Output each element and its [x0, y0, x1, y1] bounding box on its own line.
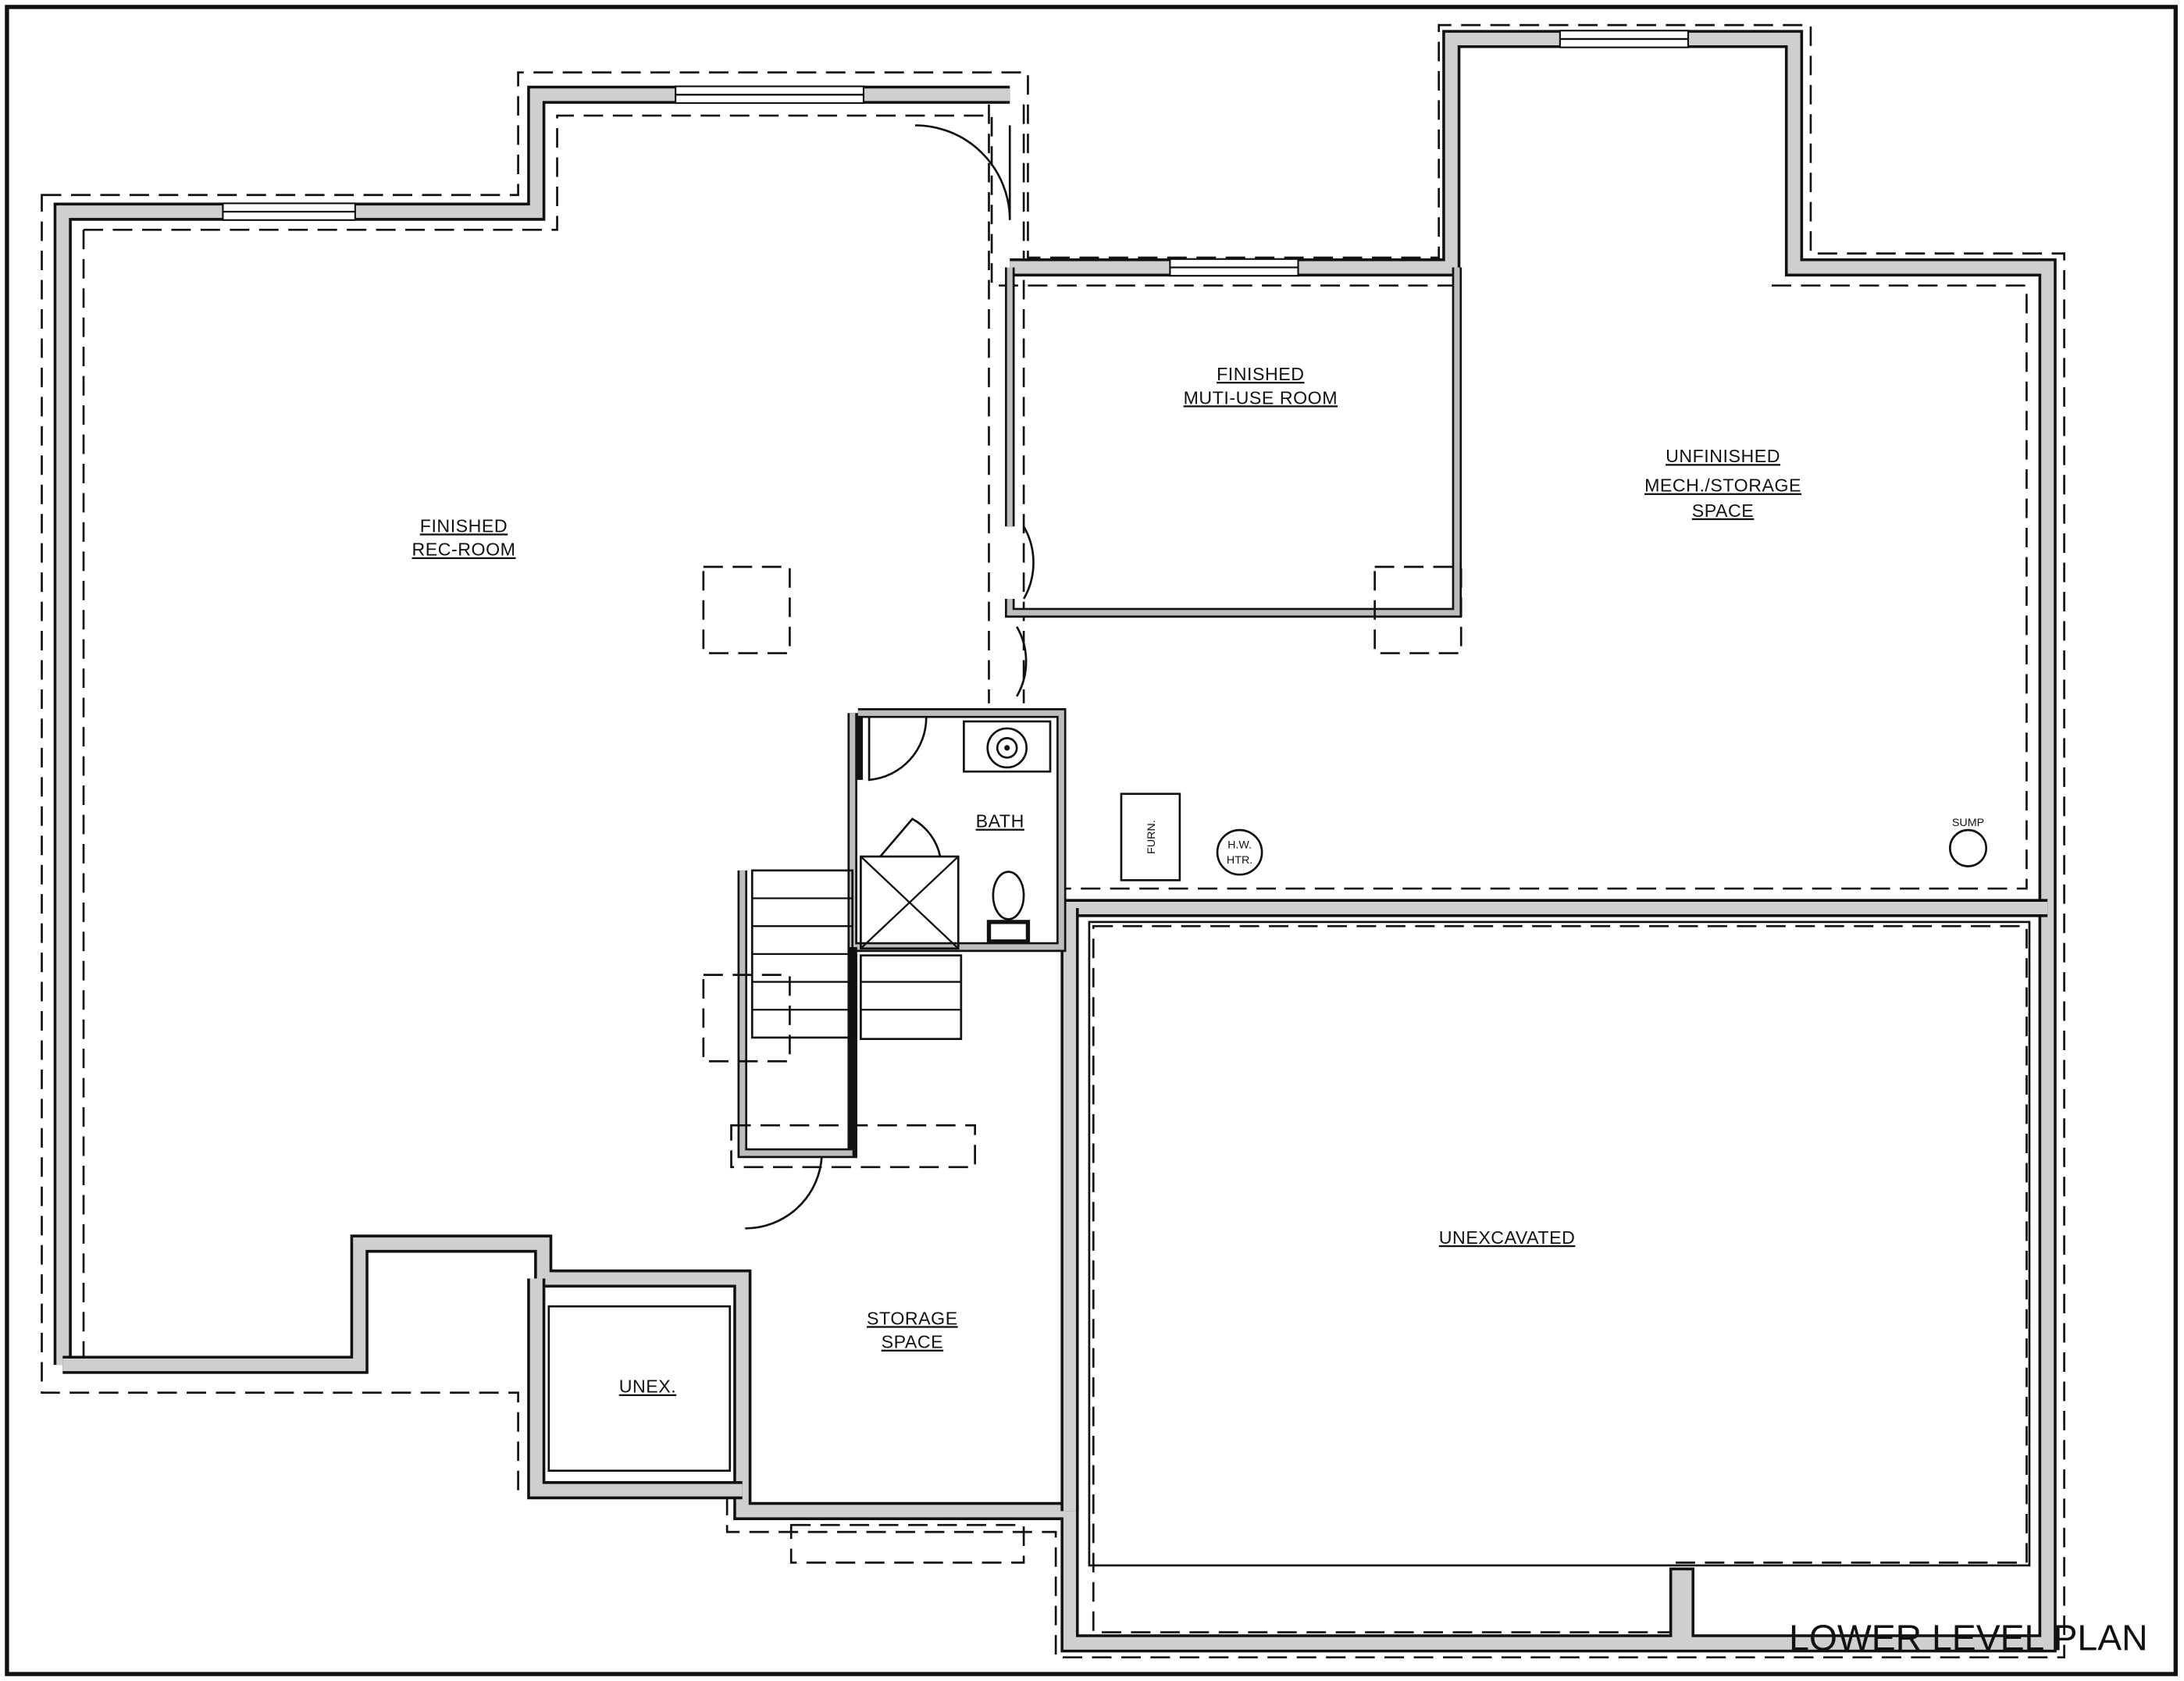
mech-storage-label-1: UNFINISHED: [1666, 446, 1780, 466]
bath-label: BATH: [976, 811, 1024, 832]
foundation-walls: [53, 30, 2057, 1653]
furnace-label: FURN.: [1145, 820, 1158, 854]
sheet-border: [5, 5, 2178, 1676]
bath-fixtures: [860, 720, 1052, 950]
doors: [745, 124, 1035, 1230]
sink-icon: [986, 727, 1028, 769]
sump-label: SUMP: [1952, 817, 1984, 829]
mech-storage-label-2: MECH./STORAGE: [1644, 475, 1801, 496]
mech-storage-label-3: SPACE: [1692, 500, 1755, 521]
water-heater-label-1: H.W.: [1227, 839, 1252, 851]
multi-use-label-1: FINISHED: [1217, 364, 1304, 384]
column-pads: [702, 565, 1463, 1063]
storage-label-2: SPACE: [882, 1332, 944, 1352]
rec-room-label-1: FINISHED: [420, 515, 508, 536]
multi-use-label-2: MUTI-USE ROOM: [1184, 387, 1338, 408]
unexcavated-label: UNEXCAVATED: [1439, 1227, 1576, 1248]
toilet-icon: [992, 871, 1025, 921]
mechanical: FURN. H.W. HTR. SUMP: [1120, 792, 1988, 881]
shower: [860, 855, 960, 950]
windows: [222, 30, 1690, 277]
rec-room-label-2: REC-ROOM: [412, 540, 515, 560]
unex-label: UNEX.: [619, 1376, 677, 1397]
sump-pit: [1948, 828, 1988, 867]
storage-label-1: STORAGE: [867, 1308, 958, 1328]
plan-title: LOWER LEVEL PLAN: [1789, 1618, 2147, 1658]
stairs: [730, 869, 976, 1169]
vanity: [963, 720, 1052, 773]
water-heater-label-2: HTR.: [1227, 854, 1252, 867]
interior-walls: [737, 267, 1463, 1159]
water-heater: [1216, 828, 1263, 876]
furnace: [1120, 792, 1181, 881]
room-labels: FINISHED REC-ROOM FINISHED MUTI-USE ROOM…: [412, 364, 1801, 1397]
